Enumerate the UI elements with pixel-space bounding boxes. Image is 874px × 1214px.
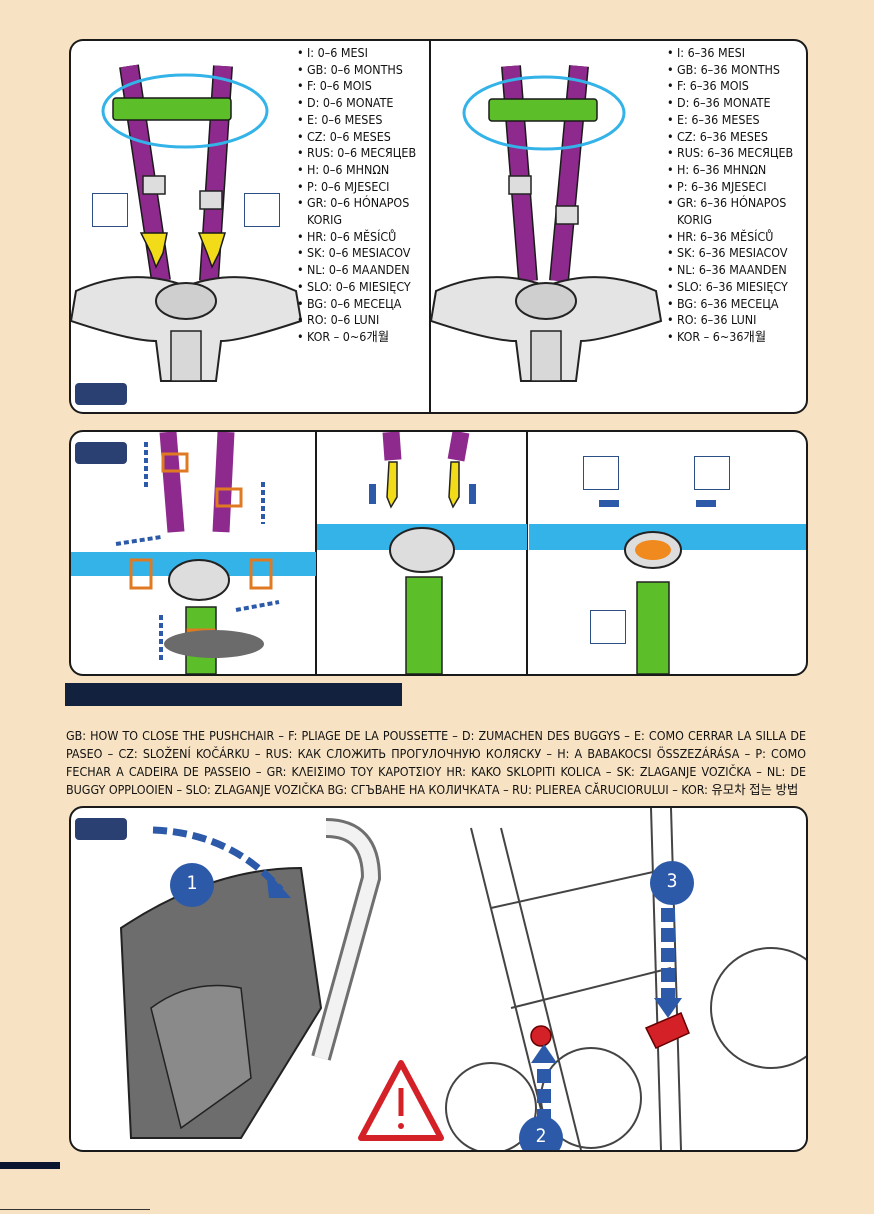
- lang-item: HR: 0–6 MĚSÍCŮ: [297, 229, 427, 246]
- lang-item: RUS: 0–6 МЕСЯЦЕВ: [297, 145, 427, 162]
- label-box-c: [590, 610, 626, 644]
- lang-item: H: 0–6 ΜΗΝΩΝ: [297, 162, 427, 179]
- lang-item: GB: 0–6 MONTHS: [297, 62, 427, 79]
- lang-item: GB: 6–36 MONTHS: [667, 62, 805, 79]
- lang-item: E: 0–6 MESES: [297, 112, 427, 129]
- lang-item: H: 6–36 ΜΗΝΩΝ: [667, 162, 805, 179]
- lang-list-0-6: I: 0–6 MESI GB: 0–6 MONTHS F: 0–6 MOIS D…: [297, 45, 427, 346]
- lang-item: RO: 6–36 LUNI: [667, 312, 805, 329]
- lang-item: F: 6–36 MOIS: [667, 78, 805, 95]
- lang-item: KOR – 0~6개월: [297, 329, 427, 346]
- panel-harness-adjust: [69, 430, 808, 676]
- lang-item: RUS: 6–36 МЕСЯЦЕВ: [667, 145, 805, 162]
- lang-item: SLO: 0–6 MIESIĘCY: [297, 279, 427, 296]
- footer-rule: [0, 1209, 150, 1210]
- step-badge: [75, 818, 127, 840]
- lang-item: P: 6–36 MJESECI: [667, 179, 805, 196]
- panel-harness-6-36: I: 6–36 MESI GB: 6–36 MONTHS F: 6–36 MOI…: [429, 39, 808, 414]
- lang-item: HR: 6–36 MĚSÍCŮ: [667, 229, 805, 246]
- lang-item: F: 0–6 MOIS: [297, 78, 427, 95]
- lang-list-6-36: I: 6–36 MESI GB: 6–36 MONTHS F: 6–36 MOI…: [667, 45, 805, 346]
- lang-item: CZ: 0–6 MESES: [297, 129, 427, 146]
- lang-item: D: 6–36 MONATE: [667, 95, 805, 112]
- lang-item: BG: 6–36 МЕСЕЦА: [667, 296, 805, 313]
- lang-item: D: 0–6 MONATE: [297, 95, 427, 112]
- label-box-right: [244, 193, 280, 227]
- label-box-left: [92, 193, 128, 227]
- fold-instructions-text: GB: HOW TO CLOSE THE PUSHCHAIR – F: PLIA…: [66, 727, 806, 799]
- lang-item: NL: 0–6 MAANDEN: [297, 262, 427, 279]
- step-number-1: 1: [182, 872, 202, 894]
- panel-harness-0-6: I: 0–6 MESI GB: 0–6 MONTHS F: 0–6 MOIS D…: [69, 39, 429, 414]
- lang-item: SLO: 6–36 MIESIĘCY: [667, 279, 805, 296]
- lang-item: CZ: 6–36 MESES: [667, 129, 805, 146]
- lang-item: SK: 0–6 MESIACOV: [297, 245, 427, 262]
- lang-item: NL: 6–36 MAANDEN: [667, 262, 805, 279]
- lang-item: GR: 6–36 HÓNAPOS KORIG: [667, 195, 805, 228]
- fold-illustration: [71, 808, 806, 1150]
- step-number-2: 2: [531, 1125, 551, 1147]
- label-box-a: [583, 456, 619, 490]
- panel-fold-pushchair: 1 2 3: [69, 806, 808, 1152]
- step-badge: [75, 383, 127, 405]
- label-box-b: [694, 456, 730, 490]
- step-badge: [75, 442, 127, 464]
- lang-item: E: 6–36 MESES: [667, 112, 805, 129]
- lang-item: SK: 6–36 MESIACOV: [667, 245, 805, 262]
- page-edge-marker: [0, 1162, 60, 1169]
- lang-item: I: 0–6 MESI: [297, 45, 427, 62]
- lang-item: KOR – 6~36개월: [667, 329, 805, 346]
- lang-item: P: 0–6 MJESECI: [297, 179, 427, 196]
- lang-item: RO: 0–6 LUNI: [297, 312, 427, 329]
- lang-item: BG: 0–6 МЕСЕЦА: [297, 296, 427, 313]
- step-number-3: 3: [662, 870, 682, 892]
- section-title-bar: [65, 683, 402, 706]
- lang-item: GR: 0–6 HÓNAPOS KORIG: [297, 195, 427, 228]
- lang-item: I: 6–36 MESI: [667, 45, 805, 62]
